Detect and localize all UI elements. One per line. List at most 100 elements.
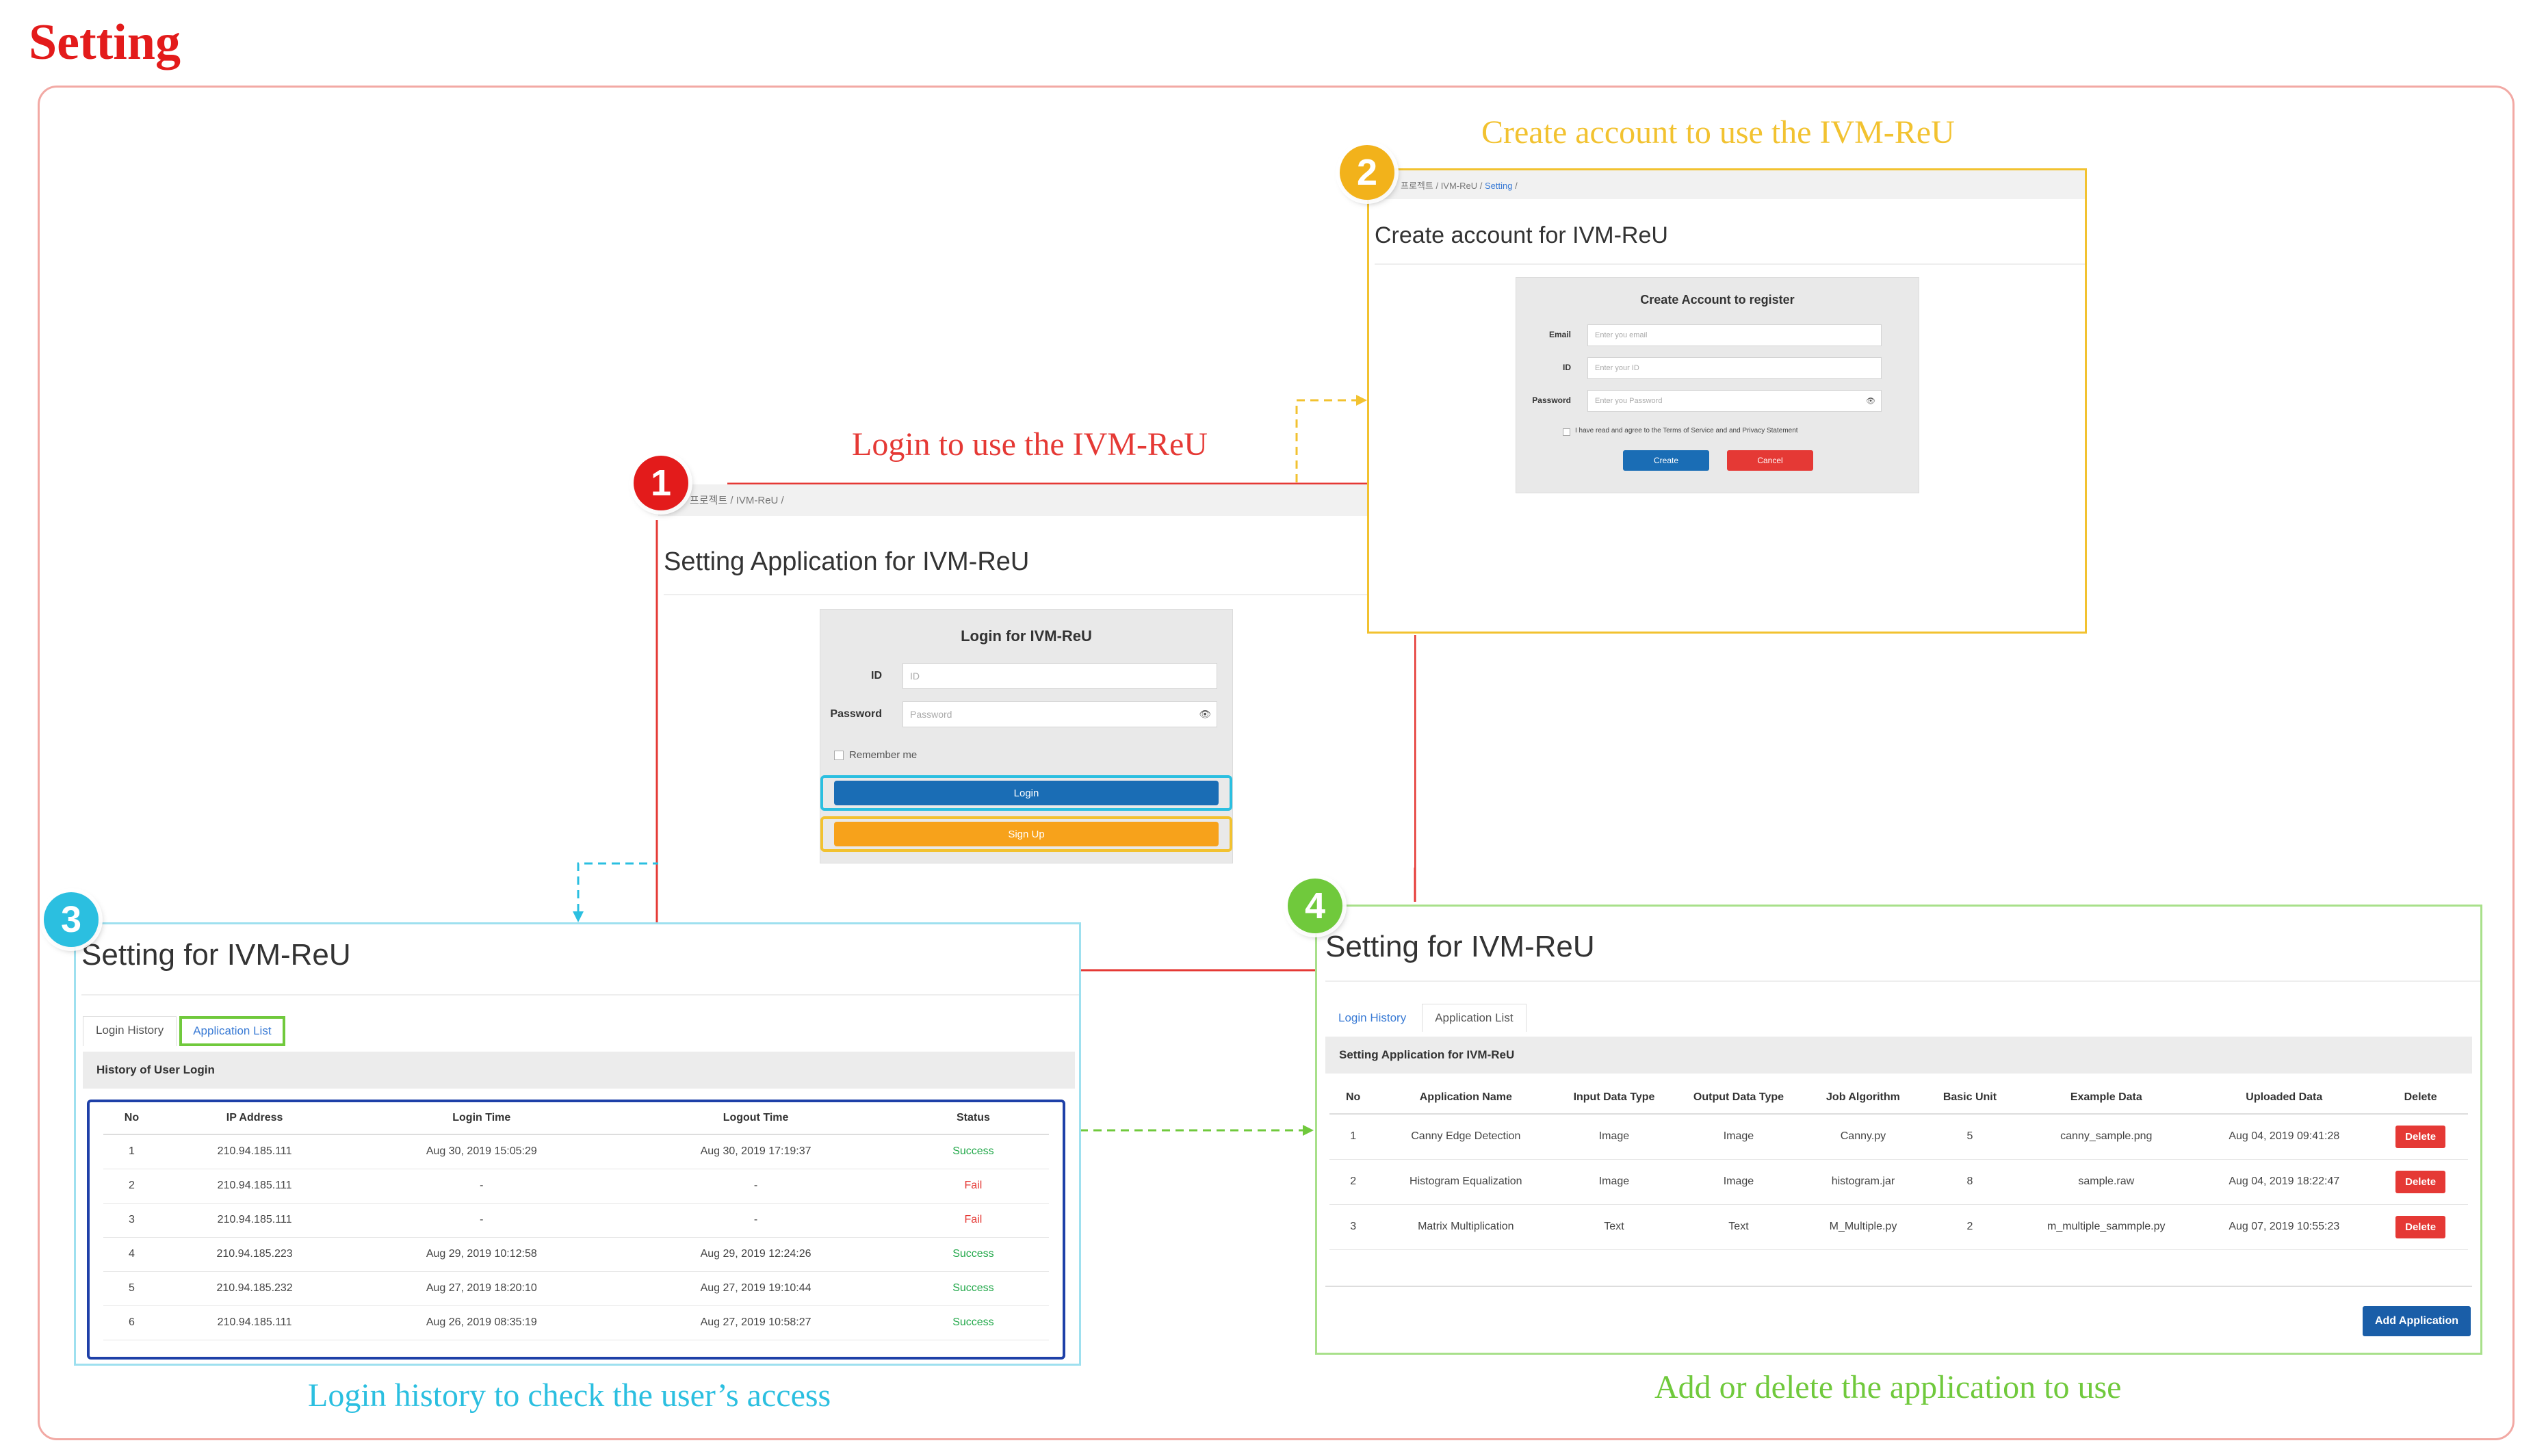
column-header: No bbox=[1329, 1082, 1377, 1115]
cell-status: Success bbox=[897, 1271, 1049, 1306]
cell-logout-time: Aug 27, 2019 10:58:27 bbox=[614, 1305, 898, 1340]
step-2-caption: Create account to use the IVM-ReU bbox=[1481, 114, 1955, 151]
cell-delete: Delete bbox=[2373, 1114, 2468, 1160]
cell-logout-time: Aug 30, 2019 17:19:37 bbox=[614, 1134, 898, 1169]
tab-application-list[interactable]: Application List bbox=[179, 1016, 285, 1046]
login-history-table: No IP Address Login Time Logout Time Sta… bbox=[103, 1102, 1049, 1340]
cell-output-type: Image bbox=[1673, 1114, 1804, 1160]
column-header: Job Algorithm bbox=[1804, 1082, 1923, 1115]
tab-bar: Login History Application List bbox=[83, 1016, 288, 1046]
login-history-panel: Setting for IVM-ReU Login History Applic… bbox=[74, 922, 1081, 1366]
cell-no: 4 bbox=[103, 1237, 160, 1272]
cell-login-time: Aug 26, 2019 08:35:19 bbox=[349, 1305, 614, 1340]
table-row: 1 Canny Edge Detection Image Image Canny… bbox=[1329, 1114, 2468, 1160]
cell-application-name: Canny Edge Detection bbox=[1377, 1114, 1555, 1160]
cell-status: Success bbox=[897, 1134, 1049, 1169]
tab-login-history[interactable]: Login History bbox=[1325, 1004, 1420, 1032]
cell-ip: 210.94.185.111 bbox=[159, 1169, 350, 1204]
divider bbox=[1375, 263, 2085, 265]
breadcrumb-item[interactable]: IVM-ReU bbox=[736, 495, 779, 506]
delete-button[interactable]: Delete bbox=[2395, 1170, 2446, 1193]
table-header-row: No Application Name Input Data Type Outp… bbox=[1329, 1082, 2468, 1115]
password-label: Password bbox=[830, 708, 882, 720]
table-row: 1 210.94.185.111 Aug 30, 2019 15:05:29 A… bbox=[103, 1134, 1049, 1169]
table-row: 5 210.94.185.232 Aug 27, 2019 18:20:10 A… bbox=[103, 1271, 1049, 1306]
email-input[interactable]: Enter you email bbox=[1587, 324, 1882, 346]
cell-no: 2 bbox=[103, 1169, 160, 1204]
eye-icon[interactable]: 👁 bbox=[1866, 397, 1875, 406]
cell-job-algorithm: Canny.py bbox=[1804, 1114, 1923, 1160]
password-input[interactable]: Password 👁 bbox=[902, 701, 1217, 727]
delete-button[interactable]: Delete bbox=[2395, 1215, 2446, 1238]
login-panel: 프로젝트 / IVM-ReU / Setting Application for… bbox=[658, 484, 1414, 868]
id-label: ID bbox=[1563, 363, 1571, 372]
terms-checkbox[interactable] bbox=[1563, 428, 1570, 436]
cell-uploaded-data: Aug 04, 2019 18:22:47 bbox=[2195, 1159, 2374, 1205]
signup-button[interactable]: Sign Up bbox=[834, 822, 1219, 846]
cell-example-data: sample.raw bbox=[2017, 1159, 2196, 1205]
delete-button[interactable]: Delete bbox=[2395, 1125, 2446, 1148]
cancel-button[interactable]: Cancel bbox=[1727, 450, 1813, 471]
step-3-caption: Login history to check the user’s access bbox=[308, 1377, 831, 1414]
password-input[interactable]: Enter you Password 👁 bbox=[1587, 390, 1882, 412]
breadcrumb-item[interactable]: 프로젝트 bbox=[1401, 181, 1433, 191]
cell-ip: 210.94.185.223 bbox=[159, 1237, 350, 1272]
table-row: 6 210.94.185.111 Aug 26, 2019 08:35:19 A… bbox=[103, 1305, 1049, 1340]
id-input[interactable]: ID bbox=[902, 663, 1217, 689]
tab-application-list[interactable]: Application List bbox=[1422, 1004, 1527, 1032]
password-label: Password bbox=[1532, 395, 1571, 405]
cell-status: Fail bbox=[897, 1203, 1049, 1238]
divider bbox=[1325, 980, 2480, 982]
step-1-badge: 1 bbox=[634, 456, 688, 510]
step-4-badge: 4 bbox=[1288, 879, 1342, 933]
divider bbox=[664, 594, 1414, 595]
cell-example-data: m_multiple_sammple.py bbox=[2017, 1204, 2196, 1250]
remember-label: Remember me bbox=[849, 749, 918, 761]
cell-logout-time: Aug 29, 2019 12:24:26 bbox=[614, 1237, 898, 1272]
login-button[interactable]: Login bbox=[834, 781, 1219, 805]
column-header: Output Data Type bbox=[1673, 1082, 1804, 1115]
cell-status: Fail bbox=[897, 1169, 1049, 1204]
green-arrowhead bbox=[1303, 1125, 1314, 1136]
password-placeholder: Password bbox=[910, 709, 952, 720]
cell-login-time: Aug 27, 2019 18:20:10 bbox=[349, 1271, 614, 1306]
id-input[interactable]: Enter your ID bbox=[1587, 357, 1882, 379]
remember-checkbox[interactable] bbox=[834, 751, 844, 760]
table-row: 3 210.94.185.111 - - Fail bbox=[103, 1203, 1049, 1238]
column-header: Logout Time bbox=[614, 1102, 898, 1135]
breadcrumb: 프로젝트 / IVM-ReU / Setting / bbox=[1369, 170, 2085, 199]
application-list-panel: Setting for IVM-ReU Login History Applic… bbox=[1315, 905, 2482, 1355]
breadcrumb: 프로젝트 / IVM-ReU / bbox=[658, 484, 1414, 516]
cell-status: Success bbox=[897, 1305, 1049, 1340]
email-label: Email bbox=[1548, 330, 1571, 339]
application-table: No Application Name Input Data Type Outp… bbox=[1329, 1082, 2468, 1250]
breadcrumb-item[interactable]: Setting bbox=[1484, 181, 1513, 191]
table-header-row: No IP Address Login Time Logout Time Sta… bbox=[103, 1102, 1049, 1135]
cell-status: Success bbox=[897, 1237, 1049, 1272]
page-title: Setting Application for IVM-ReU bbox=[664, 547, 1030, 576]
cell-input-type: Image bbox=[1555, 1159, 1674, 1205]
breadcrumb-item[interactable]: 프로젝트 bbox=[690, 495, 728, 506]
cell-input-type: Image bbox=[1555, 1114, 1674, 1160]
outer-frame bbox=[38, 86, 2515, 1440]
terms-label: I have read and agree to the Terms of Se… bbox=[1575, 427, 1798, 434]
column-header: Example Data bbox=[2017, 1082, 2196, 1115]
cell-ip: 210.94.185.111 bbox=[159, 1305, 350, 1340]
cell-no: 3 bbox=[1329, 1204, 1377, 1250]
yellow-arrowhead bbox=[1356, 395, 1367, 406]
breadcrumb-item[interactable]: IVM-ReU bbox=[1440, 181, 1478, 191]
table-row: 2 210.94.185.111 - - Fail bbox=[103, 1169, 1049, 1204]
column-header: IP Address bbox=[159, 1102, 350, 1135]
cell-application-name: Histogram Equalization bbox=[1377, 1159, 1555, 1205]
cell-uploaded-data: Aug 07, 2019 10:55:23 bbox=[2195, 1204, 2374, 1250]
cell-no: 3 bbox=[103, 1203, 160, 1238]
cell-no: 1 bbox=[1329, 1114, 1377, 1160]
cell-logout-time: - bbox=[614, 1169, 898, 1204]
cell-ip: 210.94.185.111 bbox=[159, 1134, 350, 1169]
create-button[interactable]: Create bbox=[1623, 450, 1709, 471]
eye-icon[interactable]: 👁 bbox=[1199, 708, 1211, 720]
add-application-button[interactable]: Add Application bbox=[2363, 1306, 2471, 1336]
tab-bar: Login History Application List bbox=[1325, 1004, 1529, 1032]
cell-output-type: Text bbox=[1673, 1204, 1804, 1250]
tab-login-history[interactable]: Login History bbox=[83, 1016, 177, 1046]
